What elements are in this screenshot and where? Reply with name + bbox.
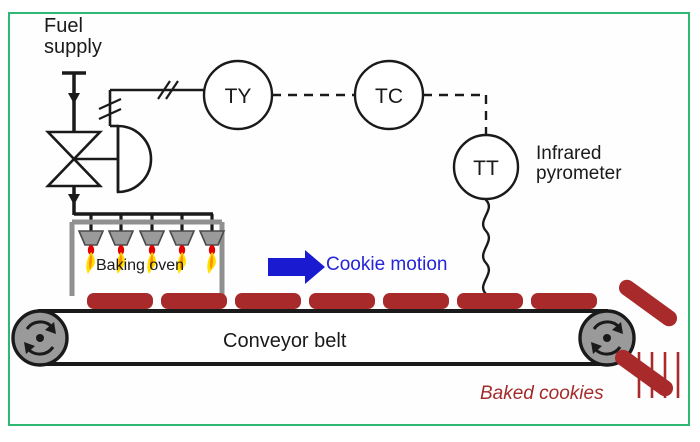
cookie-motion-arrow xyxy=(268,250,325,284)
label-baking-oven: Baking oven xyxy=(96,257,185,274)
cookie xyxy=(235,293,301,309)
burner-nozzle xyxy=(77,230,105,274)
label-conveyor-belt: Conveyor belt xyxy=(223,330,347,352)
cookie xyxy=(383,293,449,309)
burner-nozzle xyxy=(138,230,166,274)
cookies-on-belt xyxy=(87,293,597,309)
motion-streaks xyxy=(637,352,680,398)
electric-signal-lines xyxy=(272,93,488,135)
control-valve xyxy=(44,130,118,188)
label-infrared-pyrometer: Infrared pyrometer xyxy=(536,143,622,184)
pulley-left xyxy=(11,309,69,367)
valve-actuator xyxy=(108,90,153,194)
label-baked-cookies: Baked cookies xyxy=(480,383,604,404)
instrument-tag-tt: TT xyxy=(473,157,499,180)
label-fuel-supply: Fuel supply xyxy=(44,15,102,58)
pneumatic-signal-line xyxy=(98,80,204,121)
cookie-falling xyxy=(618,279,678,327)
conveyor-belt xyxy=(11,309,636,367)
burner-manifold xyxy=(68,186,214,232)
cookie-falling xyxy=(614,349,674,397)
fuel-supply-pipe xyxy=(62,71,86,131)
instrument-tag-tc: TC xyxy=(375,85,403,108)
falling-cookies xyxy=(614,279,680,398)
burner-nozzle xyxy=(198,230,226,274)
burner-nozzle xyxy=(168,230,196,274)
cookie xyxy=(87,293,153,309)
instrument-bubble-ty[interactable]: TY xyxy=(202,59,274,131)
instrument-bubble-tc[interactable]: TC xyxy=(353,59,425,131)
cookie xyxy=(309,293,375,309)
instrument-tag-ty: TY xyxy=(225,85,252,108)
burner-nozzle xyxy=(107,230,135,274)
cookie xyxy=(531,293,597,309)
infrared-beam-wave xyxy=(481,198,491,296)
cookie xyxy=(161,293,227,309)
cookie xyxy=(457,293,523,309)
label-cookie-motion: Cookie motion xyxy=(326,254,448,275)
instrument-bubble-tt[interactable]: TT xyxy=(452,133,520,201)
